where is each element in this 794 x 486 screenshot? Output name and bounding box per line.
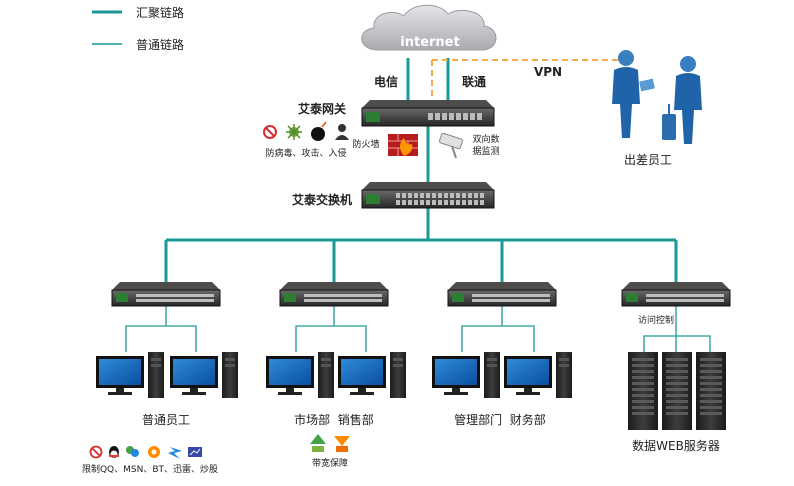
access-links-group4 [643, 306, 711, 352]
monitor-camera-icon [439, 132, 463, 159]
group-label-management-finance: 管理部门 财务部 [454, 412, 546, 427]
msn-icon [126, 446, 139, 457]
block-icon [263, 125, 277, 139]
travelling-staff-label: 出差员工 [624, 153, 672, 167]
security-icons [263, 121, 349, 141]
internet-cloud: internet [361, 4, 497, 51]
security-label: 防病毒、攻击、入侵 [265, 147, 346, 159]
access-links-group2 [295, 306, 367, 352]
bandwidth-label: 带宽保障 [312, 457, 348, 469]
internet-label: internet [400, 35, 459, 50]
core-switch-label: 艾泰交换机 [292, 192, 352, 207]
group-label-staff: 普通员工 [142, 413, 190, 427]
access-switch-1 [111, 282, 221, 307]
isp-unicom-label: 联通 [462, 74, 486, 89]
workstation [338, 352, 406, 398]
group-label-marketing-sales: 市场部 销售部 [294, 412, 374, 427]
workstation [266, 352, 334, 398]
monitor-label-line2: 据监测 [472, 145, 499, 157]
access-control-label: 访问控制 [638, 314, 674, 326]
gateway-label: 艾泰网关 [298, 101, 346, 116]
restriction-icons [89, 445, 202, 459]
workstation [96, 352, 164, 398]
access-switch-4 [621, 282, 731, 307]
restriction-label: 限制QQ、MSN、BT、迅雷、炒股 [82, 463, 218, 475]
access-switch-3 [447, 282, 557, 307]
group-label-web-servers: 数据WEB服务器 [632, 438, 720, 453]
core-switch [361, 182, 495, 209]
intruder-icon [335, 124, 349, 140]
workstation [504, 352, 572, 398]
links [125, 58, 711, 352]
gateway-device [361, 100, 495, 127]
access-switch-2 [279, 282, 389, 307]
legend: 汇聚链路 普通链路 [92, 5, 184, 52]
access-links-group1 [125, 306, 197, 352]
upload-arrow-icon [310, 434, 326, 452]
travelling-staff-icon [612, 50, 702, 144]
server-rack [628, 352, 658, 430]
firewall-icon [388, 134, 418, 156]
bandwidth-icons [310, 434, 350, 452]
block-icon [89, 445, 103, 459]
vpn-label: VPN [534, 65, 562, 79]
aggregate-link-label: 汇聚链路 [136, 5, 184, 20]
firewall-label: 防火墙 [352, 138, 379, 150]
virus-icon [286, 124, 302, 140]
server-rack [696, 352, 726, 430]
access-links-group3 [461, 306, 535, 352]
bomb-icon [311, 121, 327, 141]
stock-icon [188, 447, 202, 457]
download-arrow-icon [334, 436, 350, 452]
server-rack [662, 352, 692, 430]
workstation [432, 352, 500, 398]
thunder-icon [168, 447, 182, 459]
bt-icon [148, 446, 160, 458]
workstation [170, 352, 238, 398]
monitor-label-line1: 双向数 [472, 133, 499, 145]
qq-icon [109, 446, 119, 458]
normal-link-label: 普通链路 [136, 37, 184, 52]
isp-telecom-label: 电信 [374, 74, 398, 89]
